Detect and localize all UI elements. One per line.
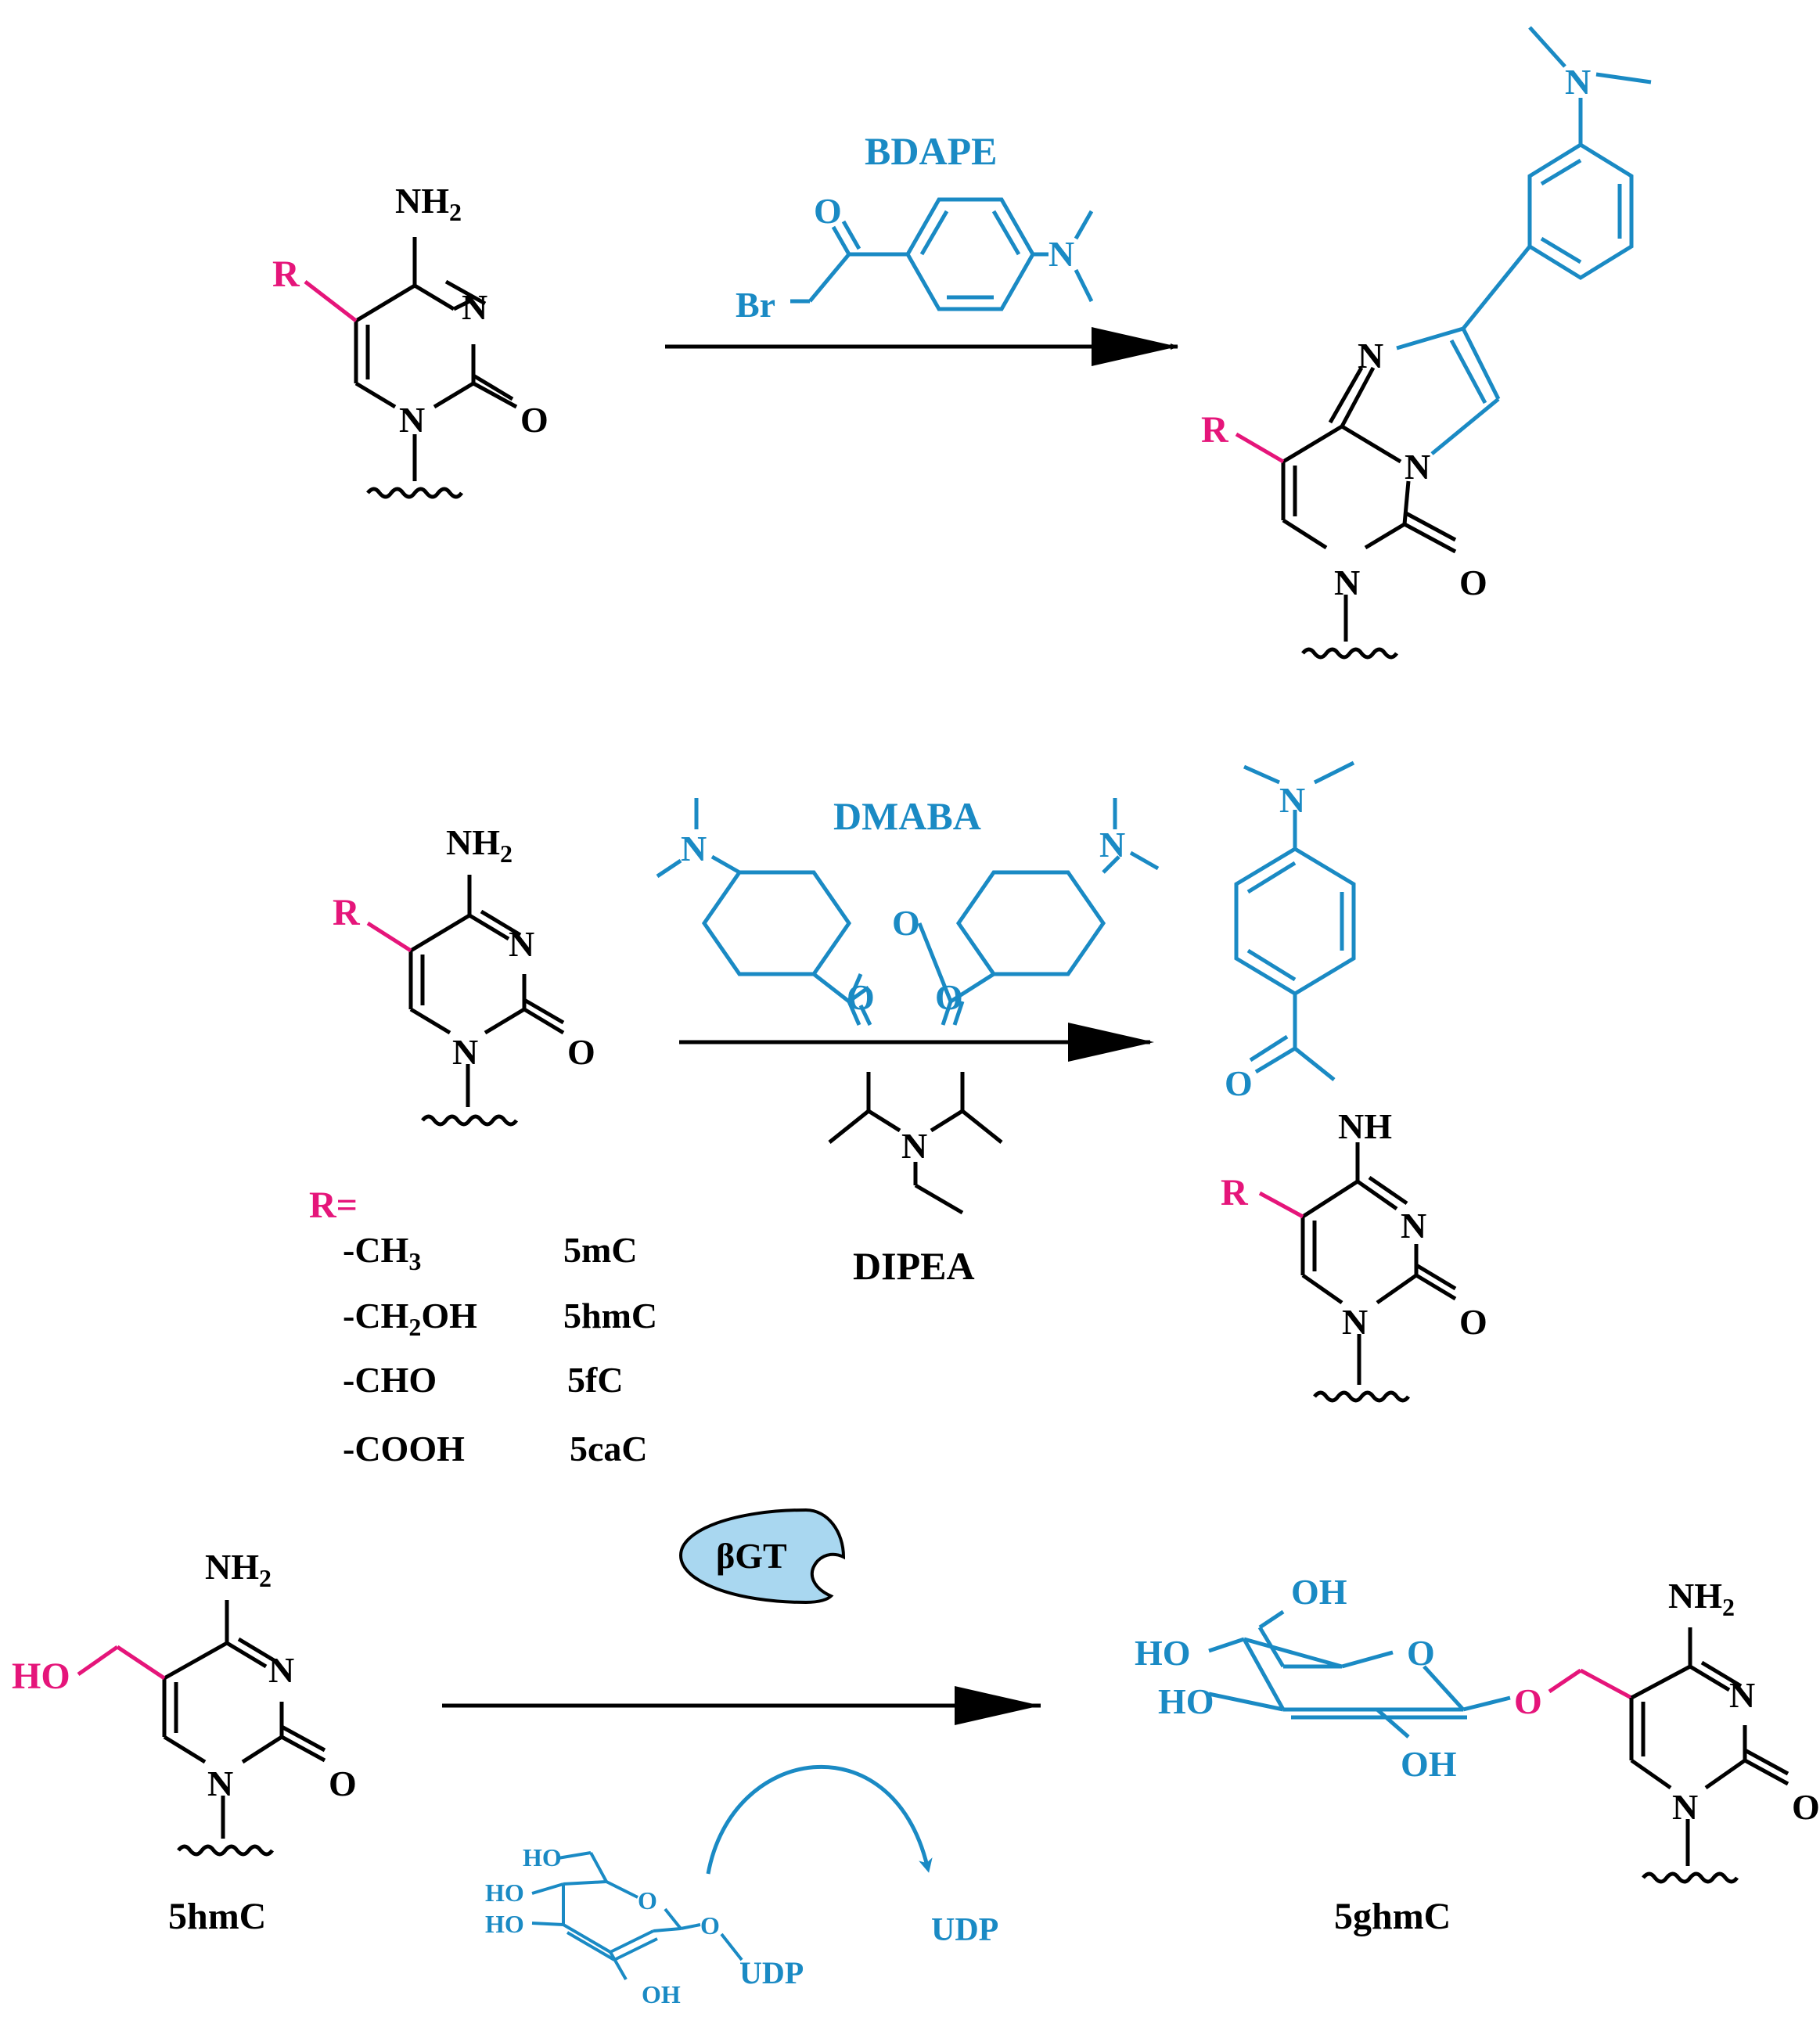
legend-row-2-name: 5hmC (563, 1296, 657, 1336)
hydroxymethyl-bond-2 (77, 1645, 119, 1677)
reagent-name-bdape: BDAPE (865, 129, 997, 173)
product-2-n-top: N (1279, 780, 1305, 820)
legend-row-4-group: -COOH (343, 1429, 465, 1469)
product-3-glucose (1208, 1609, 1511, 1738)
ho-label-substrate: HO (12, 1656, 70, 1697)
amine-label-2: NH2 (446, 822, 513, 868)
reaction-arrowhead-1 (1092, 327, 1178, 366)
udpg-ring-o: O (638, 1886, 657, 1915)
product-1-n-top: N (1565, 62, 1591, 102)
dipea-name: DIPEA (853, 1244, 975, 1288)
glycosidic-bond-2 (1579, 1668, 1633, 1700)
dmaba-o-left: O (847, 977, 875, 1017)
dmaba-o-right: O (935, 977, 963, 1017)
substrate-cytosine-1 (354, 237, 518, 499)
product-2-r: R (1221, 1172, 1249, 1213)
product-1-blue (1396, 26, 1652, 455)
product-3-o-link: O (1514, 1681, 1542, 1721)
legend-row-1-group: -CH3 (343, 1230, 421, 1275)
product-2-core (1300, 1142, 1457, 1403)
substrate-label-5hmc: 5hmC (168, 1896, 266, 1937)
legend-row-3-name: 5fC (567, 1360, 624, 1400)
glycosidic-bond (1548, 1668, 1582, 1694)
product-label-5ghmc: 5ghmC (1334, 1896, 1451, 1937)
reagent-name-dmaba: DMABA (833, 794, 981, 838)
n1-label-2: N (452, 1032, 478, 1072)
product-3-ho-1: HO (1135, 1633, 1191, 1673)
reaction-arrowhead-3 (955, 1686, 1041, 1725)
bdape-o: O (814, 191, 842, 231)
hydroxymethyl-bond-1 (116, 1645, 166, 1681)
udpg-oh-top: HO (523, 1843, 562, 1871)
r-label-2: R (333, 892, 361, 933)
curved-arrow-udp (706, 1764, 933, 1875)
r-bond-2 (366, 921, 412, 953)
n1-label-1: N (399, 400, 425, 440)
product-2-blue (1234, 760, 1356, 1081)
product-1-core (1281, 366, 1457, 660)
enzyme-label: βGT (716, 1536, 787, 1576)
reaction-arrowhead-2 (1068, 1023, 1154, 1062)
n3-label-1: N (462, 287, 487, 327)
r-label-1: R (272, 253, 300, 295)
dmaba-structure (656, 798, 1160, 1026)
udpg-ho-1: HO (485, 1879, 524, 1907)
product-3-cytosine (1629, 1627, 1789, 1884)
product-1-n-bridge: N (1405, 447, 1430, 487)
udpg-udp: UDP (739, 1955, 804, 1990)
bdape-structure (790, 197, 1094, 311)
product-1-r: R (1201, 409, 1229, 451)
n3-label-2: N (509, 924, 534, 964)
product-3-n1: N (1672, 1787, 1698, 1827)
o2-label-3: O (329, 1764, 357, 1803)
legend-row-3-group: -CHO (343, 1360, 437, 1400)
product-3-amine: NH2 (1668, 1576, 1735, 1621)
legend-row-2-group: -CH2OH (343, 1296, 477, 1341)
product-2-r-bond (1258, 1191, 1304, 1219)
product-2-n1: N (1342, 1302, 1368, 1342)
udpg-oh-bottom: OH (642, 1980, 681, 2008)
legend-row-4-name: 5caC (570, 1429, 648, 1469)
n3-label-3: N (268, 1650, 294, 1690)
substrate-cytosine-2 (408, 875, 565, 1127)
product-1-r-bond (1235, 432, 1285, 464)
product-3-oh-top: OH (1291, 1572, 1347, 1612)
udpg-o-link: O (700, 1911, 720, 1940)
product-1-n-imid: N (1358, 336, 1383, 376)
bdape-br: Br (736, 285, 775, 325)
dipea-structure (828, 1072, 1003, 1215)
product-3-ring-o: O (1407, 1633, 1435, 1673)
product-3-o2: O (1792, 1787, 1820, 1827)
n1-label-3: N (207, 1764, 233, 1803)
enzyme-badge: βGT (678, 1508, 846, 1605)
udpg-ho-2: HO (485, 1910, 524, 1938)
product-2-o2: O (1459, 1302, 1487, 1342)
dmaba-n-right: N (1099, 825, 1125, 865)
product-3-ho-2: HO (1158, 1681, 1214, 1721)
bdape-n: N (1048, 234, 1074, 274)
product-2-n3: N (1401, 1206, 1426, 1246)
product-1-n1: N (1334, 563, 1360, 602)
legend-title: R= (309, 1185, 358, 1226)
amine-label-1: NH2 (395, 181, 462, 226)
r-bond-1 (304, 280, 358, 322)
product-3-n3: N (1729, 1675, 1755, 1715)
dmaba-n-left: N (681, 829, 707, 868)
product-2-o-amide: O (1225, 1063, 1253, 1103)
byproduct-udp: UDP (931, 1912, 998, 1948)
o2-label-2: O (567, 1032, 595, 1072)
legend-row-1-name: 5mC (563, 1230, 638, 1270)
product-2-nh: NH (1338, 1106, 1392, 1146)
substrate-cytosine-3 (162, 1600, 326, 1857)
product-3-oh-bottom: OH (1401, 1744, 1457, 1784)
amine-label-3: NH2 (205, 1547, 272, 1592)
dipea-n: N (901, 1126, 927, 1166)
product-1-o: O (1459, 563, 1487, 602)
udp-glucose-structure (531, 1851, 743, 1980)
dmaba-o-bridge: O (892, 903, 920, 943)
o2-label-1: O (520, 400, 549, 440)
